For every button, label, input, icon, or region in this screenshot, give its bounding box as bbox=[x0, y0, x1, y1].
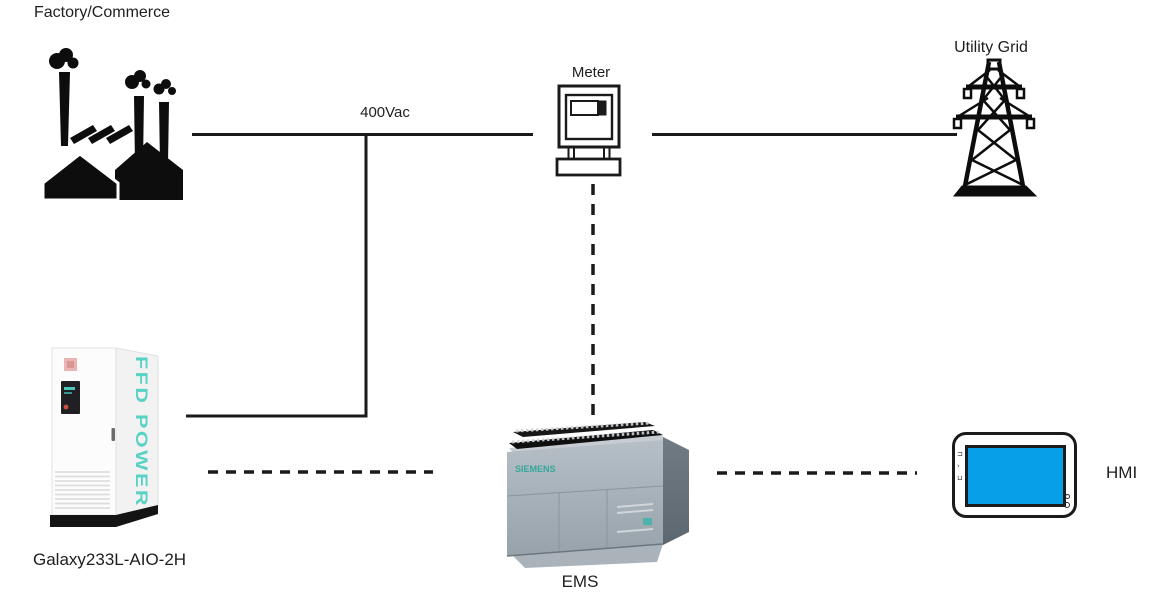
hmi-bezel-icon-1: ⊐ bbox=[957, 450, 963, 458]
ems-label: EMS bbox=[561, 572, 599, 591]
plc-side-face bbox=[663, 437, 689, 545]
battery-cabinet-base bbox=[50, 515, 116, 527]
hmi-buttons bbox=[1064, 494, 1070, 508]
battery-display-text2 bbox=[64, 392, 72, 394]
plc-bottom-rail bbox=[513, 544, 663, 568]
battery-logo-mark bbox=[67, 361, 74, 368]
battery-door-handle bbox=[111, 428, 115, 441]
hmi-bezel-icon-2: › bbox=[957, 462, 960, 470]
voltage-label: 400Vac bbox=[360, 104, 410, 121]
battery-display bbox=[61, 381, 80, 414]
battery-cabinet: FFD POWER bbox=[50, 347, 159, 527]
battery-label: Galaxy233L-AIO-2H bbox=[33, 550, 187, 569]
plc-brand-text: SIEMENS bbox=[515, 464, 556, 474]
battery-vent-grille bbox=[55, 471, 110, 509]
battery-cabinet-base-side bbox=[116, 505, 158, 527]
hmi-bezel-icons: ⊐ › ⊔ bbox=[957, 451, 963, 482]
plc-teal-mark bbox=[643, 518, 652, 525]
factory-label: Factory/Commerce bbox=[34, 4, 171, 21]
ems-plc-device: SIEMENS bbox=[506, 421, 689, 568]
battery-brand-text: FFD POWER bbox=[132, 356, 151, 508]
plc-terminal-strip-front bbox=[509, 430, 663, 449]
utility-grid-label: Utility Grid bbox=[954, 39, 1028, 56]
transmission-tower-icon bbox=[952, 58, 1038, 197]
hmi-screen bbox=[965, 445, 1066, 512]
plc-label-rows bbox=[616, 503, 654, 533]
battery-display-button bbox=[63, 404, 69, 410]
plc-terminal-strip-back bbox=[513, 422, 655, 437]
hmi-device: ⊐ › ⊔ bbox=[952, 432, 1077, 518]
meter-icon bbox=[555, 84, 622, 177]
battery-display-text bbox=[64, 387, 75, 390]
factory-icon bbox=[41, 48, 183, 201]
plc-front-face bbox=[507, 440, 663, 556]
hmi-bezel-icon-3: ⊔ bbox=[957, 474, 963, 482]
hmi-button-circle-2 bbox=[1064, 502, 1070, 508]
battery-cabinet-front bbox=[51, 347, 117, 516]
hmi-label: HMI bbox=[1106, 463, 1138, 482]
plc-panel-seams bbox=[506, 485, 664, 552]
meter-label: Meter bbox=[571, 64, 611, 81]
hmi-button-circle-1 bbox=[1064, 494, 1070, 499]
